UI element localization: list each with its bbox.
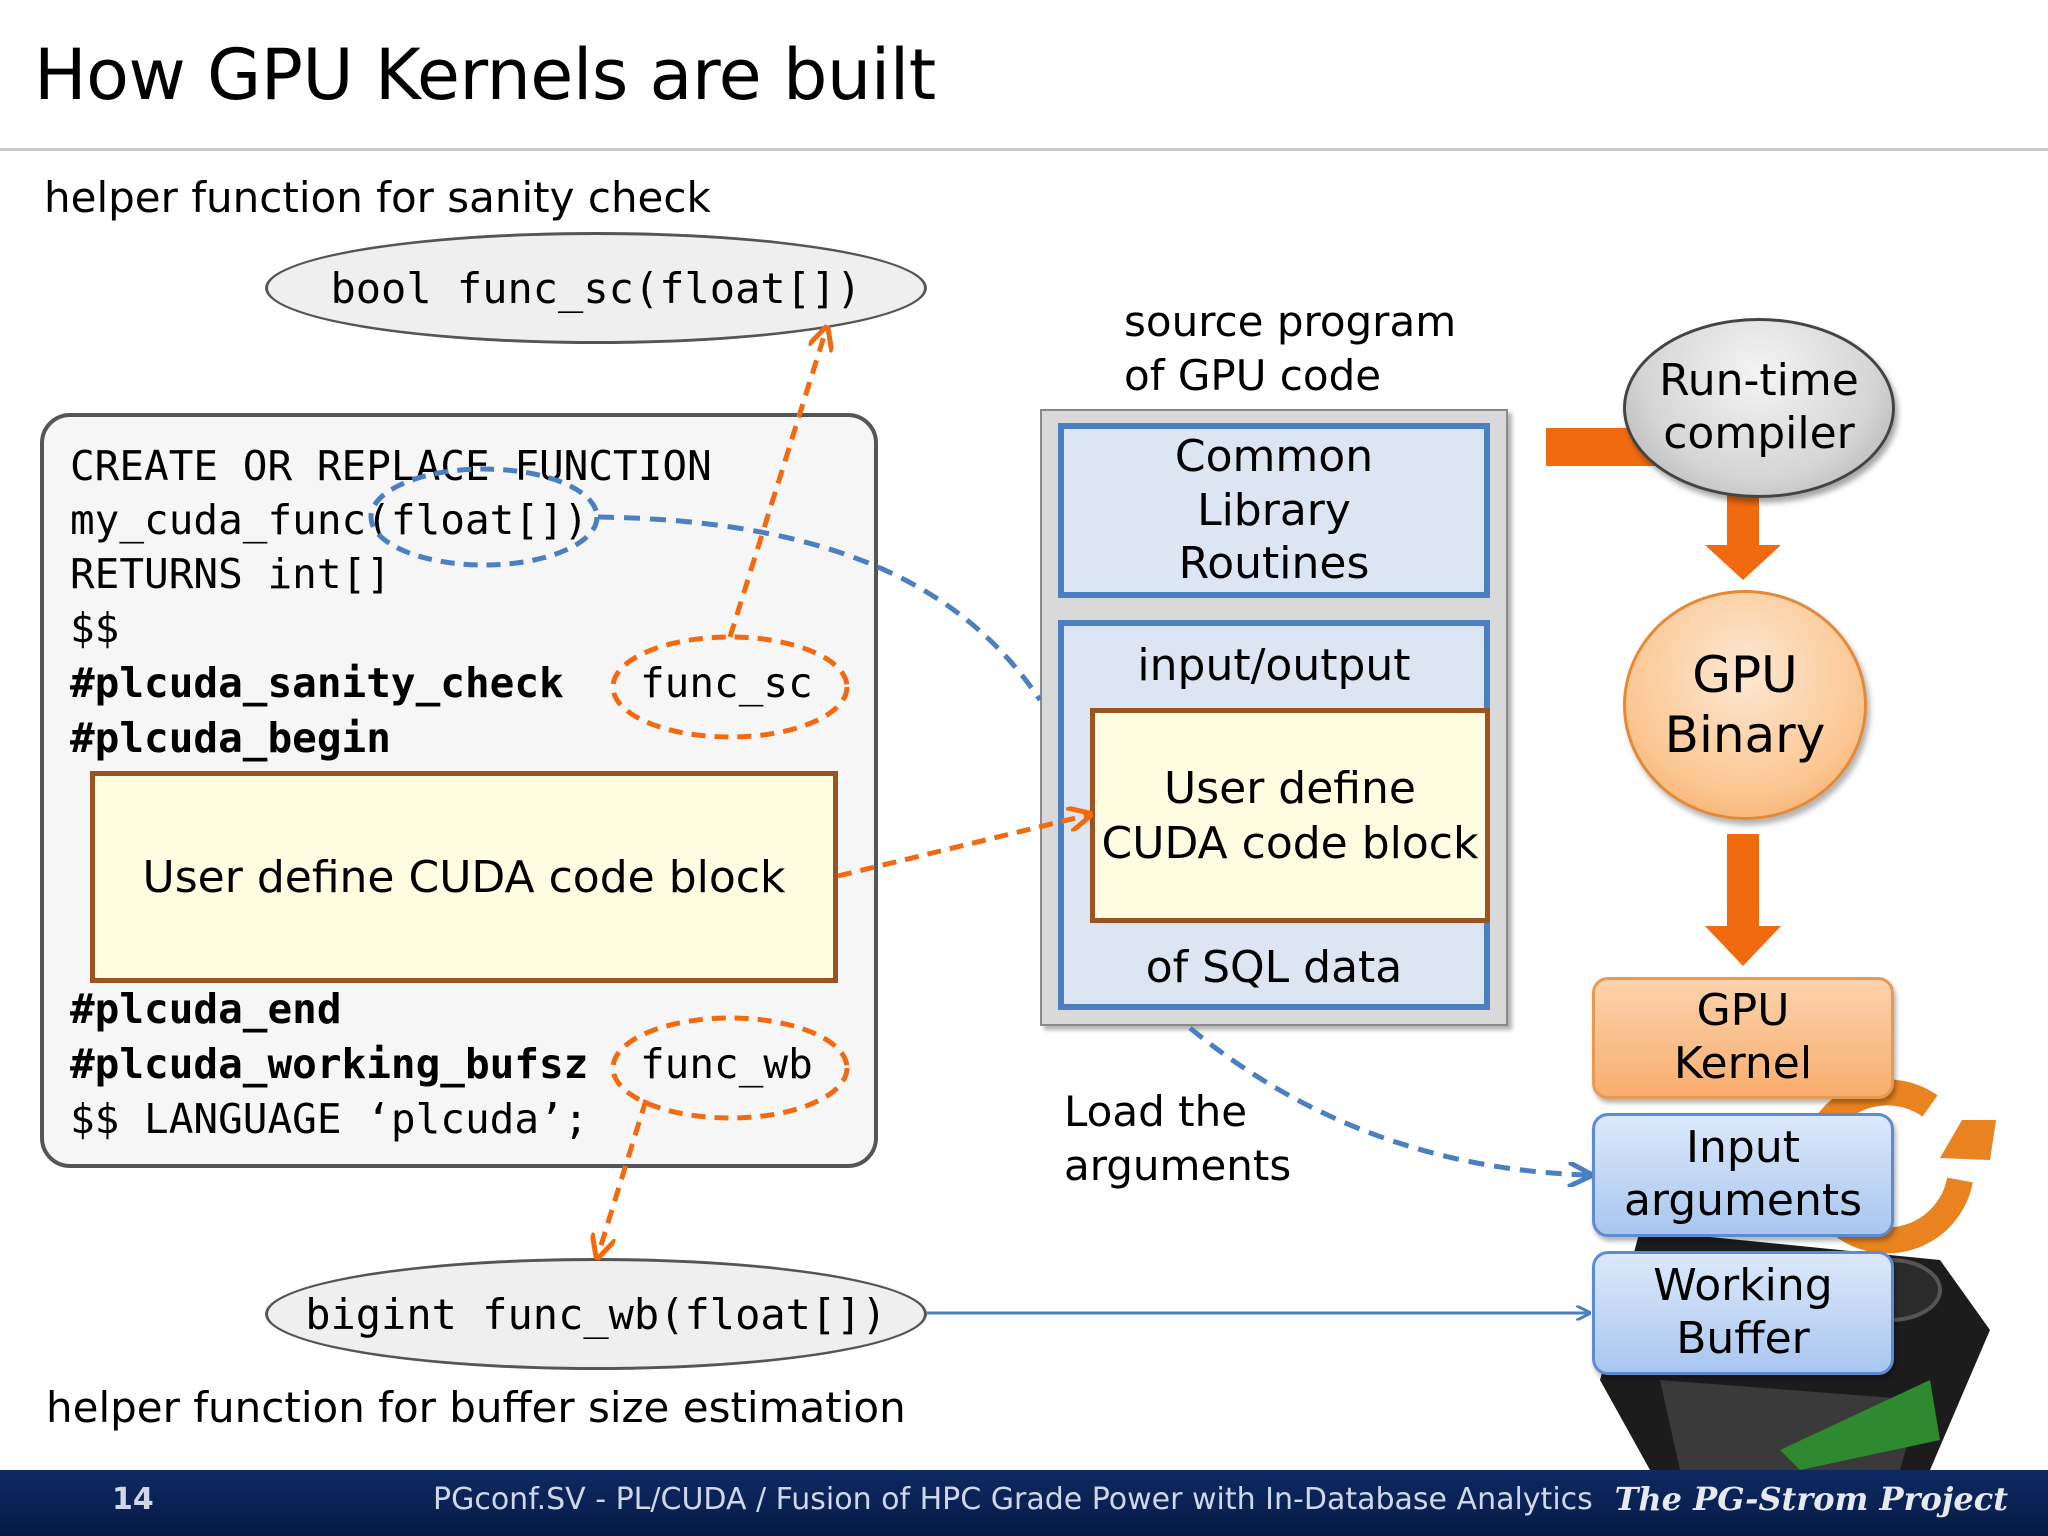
slide-footer: 14 PGconf.SV - PL/CUDA / Fusion of HPC G… (0, 1470, 2048, 1536)
slide-title: How GPU Kernels are built (34, 34, 936, 116)
page-number: 14 (112, 1482, 154, 1517)
refresh-cycle-head (1940, 1120, 1996, 1160)
binary-kernel-shaft (1727, 834, 1759, 926)
code-line-begin: #plcuda_begin (70, 714, 391, 762)
code-line-dollar-open: $$ (70, 604, 120, 652)
float-arg-connector (597, 514, 1043, 702)
working-buffer-box: Working Buffer (1592, 1251, 1894, 1375)
title-divider (0, 148, 2048, 151)
working-buf-line-1: Working (1653, 1260, 1833, 1312)
common-library-text: Common Library Routines (1174, 430, 1374, 590)
func-wb-tag: func_wb (640, 1040, 813, 1088)
bufsz-caption: helper function for buffer size estimati… (46, 1383, 906, 1432)
code-line-returns: RETURNS int[] (70, 550, 391, 598)
footer-talk-title: PGconf.SV - PL/CUDA / Fusion of HPC Grad… (433, 1482, 1593, 1517)
code-line-sanity-check: #plcuda_sanity_check (70, 659, 564, 707)
footer-brand: The PG-Strom Project (1614, 1480, 2008, 1518)
func-sc-tag-highlight (610, 634, 850, 740)
float-arg-highlight (368, 466, 600, 568)
runtime-line-2: compiler (1663, 408, 1855, 459)
user-cuda-block-right: User define CUDA code block (1090, 708, 1490, 923)
working-buf-line-2: Buffer (1676, 1313, 1810, 1364)
source-caption-2: of GPU code (1124, 351, 1382, 400)
input-args-line-2: arguments (1623, 1175, 1863, 1226)
runtime-compiler: Run-time compiler (1623, 318, 1895, 498)
code-line-language: $$ LANGUAGE ‘plcuda’; (70, 1095, 589, 1143)
runtime-line-1: Run-time (1659, 355, 1859, 407)
sanity-check-caption: helper function for sanity check (44, 173, 711, 222)
io-top-text: input/output (1137, 640, 1411, 691)
input-args-line-1: Input (1686, 1122, 1800, 1174)
func-sc-signature: bool func_sc(float[]) (330, 263, 862, 313)
user-cuda-block-left: User define CUDA code block (90, 771, 838, 983)
user-cuda-block-right-2: CUDA code block (1101, 817, 1479, 869)
gpu-kernel-box: GPU Kernel (1592, 977, 1894, 1099)
func-sc-tag: func_sc (640, 659, 813, 707)
compiler-binary-shaft (1727, 495, 1759, 545)
io-bottom-text: of SQL data (1145, 942, 1403, 993)
load-args-1: Load the (1064, 1087, 1248, 1136)
code-line-end: #plcuda_end (70, 985, 342, 1033)
gpu-kernel-line-1: GPU (1696, 985, 1790, 1037)
load-args-2: arguments (1064, 1141, 1292, 1190)
code-line-signature: my_cuda_func(float[]) (70, 496, 589, 544)
gpu-binary-line-2: Binary (1664, 706, 1826, 764)
func-wb-ellipse: bigint func_wb(float[]) (265, 1258, 927, 1370)
gpu-card-icon (1600, 1230, 1990, 1470)
load-args-connector (1188, 1026, 1588, 1175)
binary-kernel-head (1705, 926, 1781, 966)
source-caption-1: source program (1124, 297, 1457, 346)
func-wb-tag-highlight (610, 1015, 850, 1121)
func-wb-signature: bigint func_wb(float[]) (305, 1289, 887, 1339)
func-wb-arrow (598, 1099, 649, 1255)
gpu-kernel-line-2: Kernel (1673, 1038, 1813, 1089)
user-cuda-block-right-1: User define (1164, 762, 1416, 814)
code-line-create: CREATE OR REPLACE FUNCTION (70, 442, 712, 490)
common-library-box: Common Library Routines (1058, 423, 1490, 598)
gpu-binary: GPU Binary (1623, 590, 1867, 820)
func-sc-arrow (727, 330, 826, 638)
compiler-binary-head (1705, 545, 1781, 580)
user-block-arrow (837, 815, 1088, 879)
user-cuda-block-left-text: User define CUDA code block (142, 851, 786, 903)
gpu-binary-line-1: GPU (1692, 646, 1798, 704)
input-arguments-box: Input arguments (1592, 1113, 1894, 1237)
code-line-working-bufsz: #plcuda_working_bufsz (70, 1040, 589, 1088)
